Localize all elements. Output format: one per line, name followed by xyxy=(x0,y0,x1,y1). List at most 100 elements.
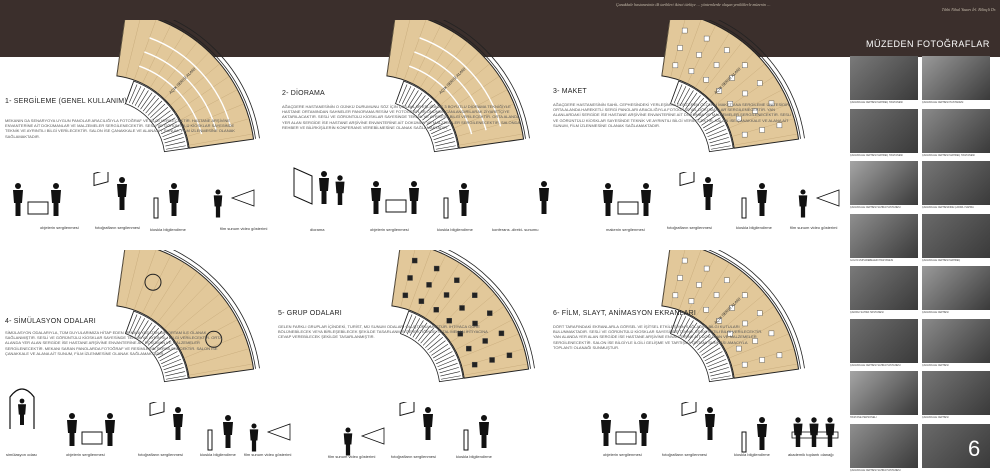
plan-grid-line xyxy=(661,250,670,306)
plan-seat-line xyxy=(134,88,146,106)
plan-seat-line xyxy=(161,125,180,135)
plan-seat-line xyxy=(131,86,142,105)
plan-seat-line xyxy=(424,110,441,123)
display-case-icon xyxy=(617,201,639,215)
plan-display-unit xyxy=(727,331,733,337)
plan-seat-line xyxy=(128,314,138,334)
person-icon xyxy=(371,181,381,214)
plan-seat-line xyxy=(433,133,453,141)
activity-pictogram-6 xyxy=(371,181,419,214)
plan-seat-line xyxy=(692,330,708,346)
archive-photo xyxy=(922,423,990,468)
archive-photo xyxy=(922,56,990,100)
plan-gallery-fill xyxy=(116,250,255,379)
plan-seat-line xyxy=(163,133,183,141)
plan-ring xyxy=(708,20,801,139)
plan-display-unit xyxy=(696,52,702,58)
plan-seat-line xyxy=(704,351,723,362)
plan-seat-line xyxy=(676,316,687,335)
plan-seat-line xyxy=(682,320,694,338)
plan-display-unit xyxy=(736,345,742,352)
plan-drawing-1: AÇIK SERGİ ALANI xyxy=(116,20,260,153)
plan-display-unit xyxy=(741,361,748,368)
plan-seat-line xyxy=(708,363,728,371)
plan-simulation-room xyxy=(205,330,223,348)
plan-seat-line xyxy=(142,95,156,112)
plan-seat-line xyxy=(145,327,160,344)
plan-seat-line xyxy=(690,97,705,114)
photo-caption: ÇANAKKALE CEPHESİ MAHREÇ HASTANESİ xyxy=(850,101,903,104)
plan-ring xyxy=(172,250,260,369)
photo-caption: ÇANAKKALE CEPHESİ xyxy=(922,311,949,314)
plan-ring xyxy=(438,250,531,369)
plan-display-unit xyxy=(506,352,513,359)
plan-grid-line xyxy=(157,41,198,94)
section-3-title: 3- MAKET xyxy=(553,88,587,95)
plan-seat-line xyxy=(704,121,723,132)
plan-display-unit xyxy=(752,338,758,344)
plan-seat-line xyxy=(415,322,428,340)
person-icon xyxy=(169,183,179,216)
projector-beam-icon xyxy=(230,189,255,207)
plan-grid-line xyxy=(125,250,141,308)
plan-grid-line xyxy=(453,103,515,129)
activity-pictogram-11 xyxy=(741,183,767,219)
plan-seat-line xyxy=(400,312,409,332)
plan-grid-line xyxy=(186,348,250,367)
plan-seat-line xyxy=(708,133,728,141)
activity-pictogram-3 xyxy=(153,183,179,219)
plan-seat-line xyxy=(706,355,725,365)
plan-grid-line xyxy=(179,89,238,121)
archive-photo xyxy=(850,266,918,310)
plan-display-unit xyxy=(742,320,748,327)
plan-seat-line xyxy=(404,88,416,106)
plan-display-unit xyxy=(681,257,688,264)
person-icon xyxy=(173,407,183,440)
person-icon xyxy=(13,183,23,216)
activity-label: fotoğrafların sergilenmesi xyxy=(138,452,183,457)
plan-grid-line xyxy=(445,293,496,336)
plan-seat-line xyxy=(711,375,731,380)
plan-seat-line xyxy=(432,347,451,359)
plan-display-unit xyxy=(454,277,460,283)
display-case-icon xyxy=(27,201,49,215)
plan-display-panel xyxy=(414,51,487,131)
person-icon xyxy=(423,407,433,440)
person-icon xyxy=(18,398,26,425)
plan-seat-line xyxy=(156,343,174,356)
plan-seat-line xyxy=(164,137,184,144)
plan-grid-line xyxy=(702,41,743,94)
activity-label: kioskla bilgilendirme xyxy=(456,454,492,459)
plan-seat-line xyxy=(699,340,716,353)
plan-display-unit xyxy=(742,90,748,97)
plan-seat-line xyxy=(670,82,679,102)
activity-label: fotoğrafların sergilenmesi xyxy=(662,452,707,457)
plan-seat-line xyxy=(673,314,683,334)
plan-seat-line xyxy=(692,100,708,116)
diorama-box-icon xyxy=(293,167,313,205)
plan-seat-line xyxy=(403,314,413,334)
plan-seat-line xyxy=(162,129,182,138)
plan-display-unit xyxy=(411,257,418,264)
activity-label: film sunum video gösterimi xyxy=(790,225,838,230)
plan-seat-line xyxy=(695,333,711,348)
archive-photo xyxy=(850,108,918,153)
section-4-body: SİMÜLASYON ODALARIYLA, TÜM DUYULARIMIZA … xyxy=(5,330,222,356)
plan-seat-line xyxy=(427,117,446,129)
plan-seat-line xyxy=(409,318,421,336)
activity-pictogram-20 xyxy=(463,415,489,451)
photo-board-icon xyxy=(149,402,165,417)
plan-seat-line xyxy=(436,145,456,150)
photo-caption: ÇANAKKALE CEPHESİ MAHREÇ xyxy=(922,258,961,262)
projector-beam-icon xyxy=(815,189,840,207)
plan-seat-line xyxy=(702,347,721,359)
activity-pictogram-14 xyxy=(67,413,115,446)
photo-caption: ÇANAKKALE CEPHESİ SAHRA HASTANESİ xyxy=(850,206,901,209)
activity-pictogram-23 xyxy=(741,417,767,453)
plan-display-unit xyxy=(426,282,432,288)
projector-beam-icon xyxy=(360,427,385,445)
plan-gallery-fill xyxy=(116,20,255,149)
activity-pictogram-8 xyxy=(539,181,549,214)
plan-seat-line xyxy=(710,141,730,147)
plan-seat-line xyxy=(137,320,149,338)
